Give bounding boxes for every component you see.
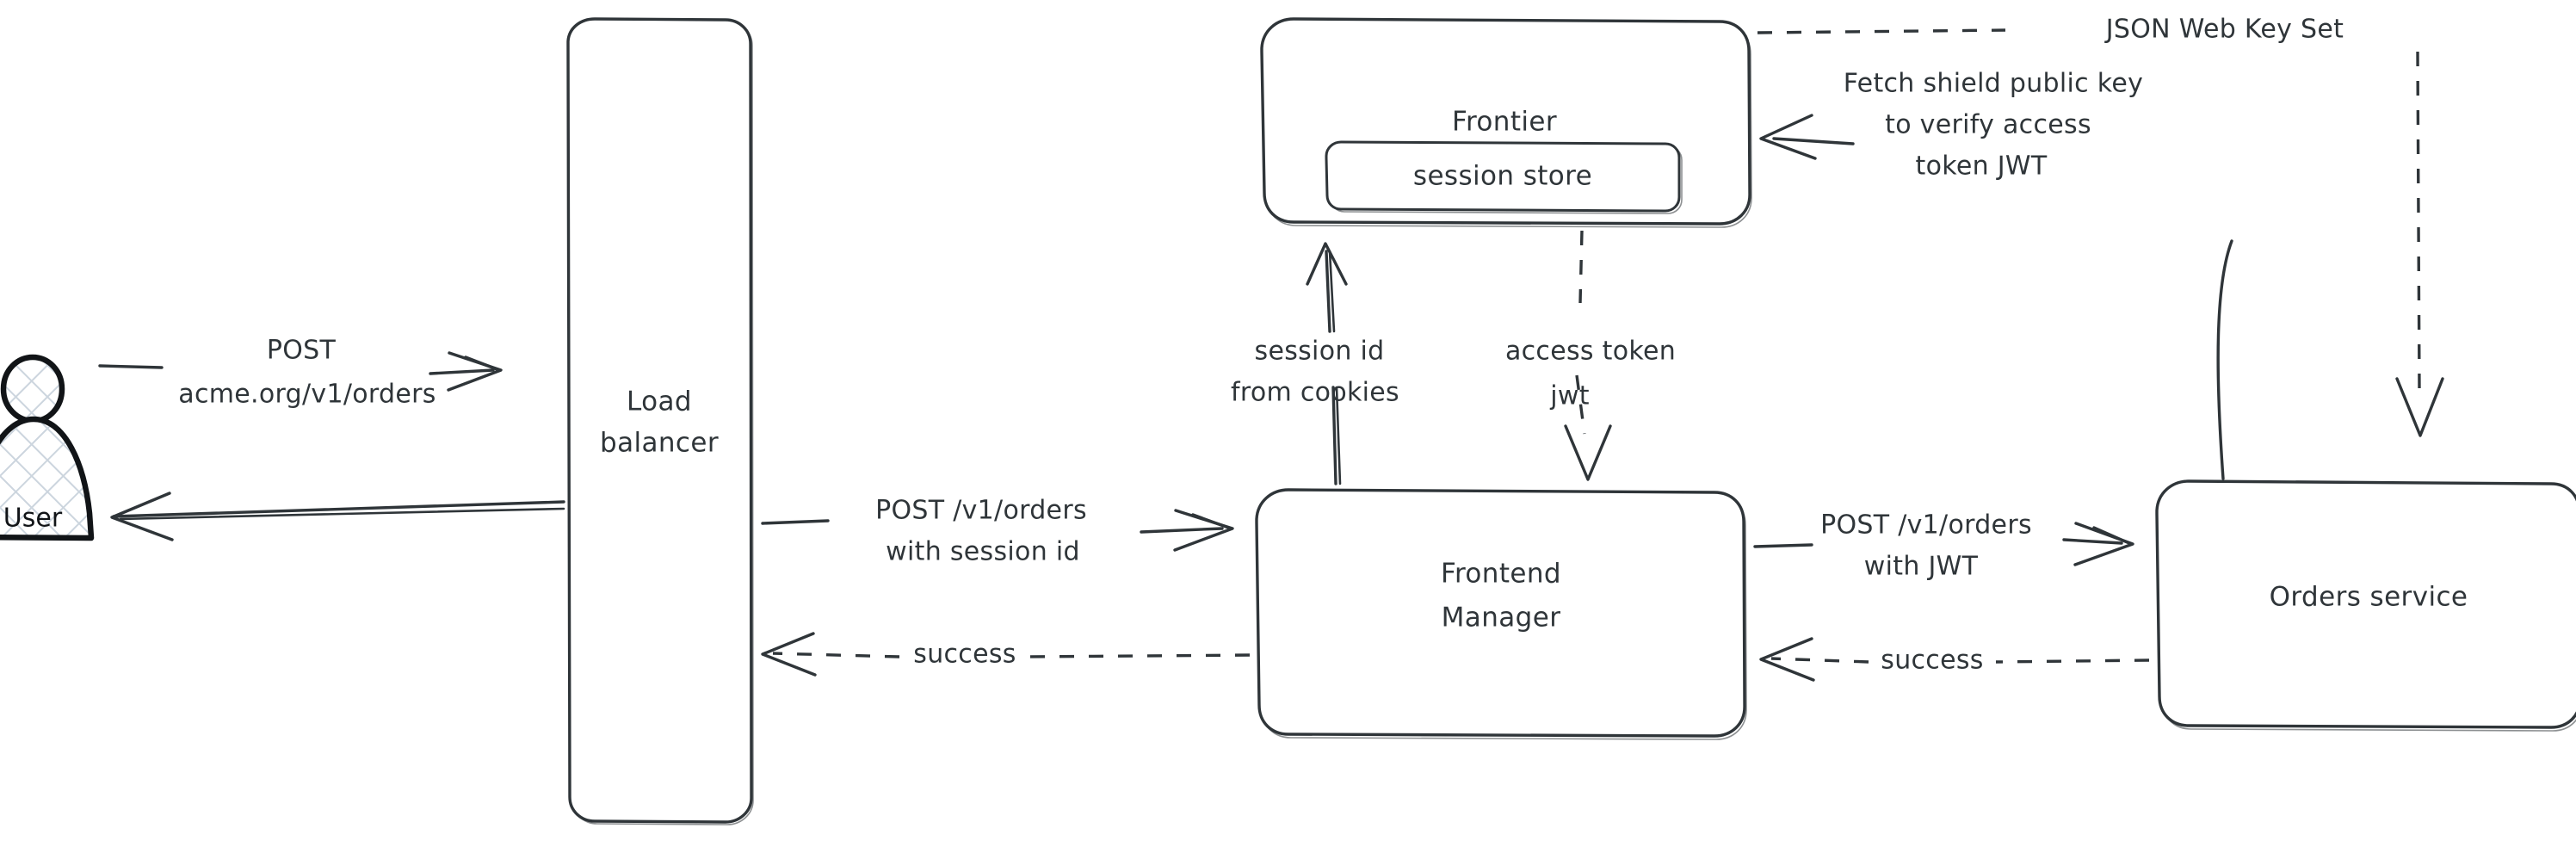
edge-frontier-to-orders-jwks: JSON Web Key Set [1757, 15, 2444, 437]
node-frontier[interactable]: Frontier session store [1260, 17, 1752, 228]
node-load-balancer-label-line2: balancer [600, 428, 719, 459]
edge-frontier-to-orders-jwks-label: JSON Web Key Set [2104, 15, 2344, 45]
edge-fm-to-frontier: session id from cookies [1231, 242, 1399, 485]
node-orders-service-label: Orders service [2270, 582, 2468, 613]
edge-user-to-lb-label-line2: acme.org/v1/orders [178, 380, 436, 410]
edge-orders-to-frontier-fetch-label-line2: to verify access [1885, 110, 2091, 140]
node-frontend-manager[interactable]: Frontend Manager [1255, 488, 1747, 740]
edge-lb-to-fm-label-line2: with session id [886, 537, 1080, 567]
edge-frontier-to-fm: access token jwt [1505, 230, 1676, 481]
edge-fm-to-orders-label-line2: with JWT [1864, 552, 1979, 582]
edge-orders-to-fm-success: success [1759, 637, 2150, 682]
node-frontend-manager-label-line2: Manager [1442, 603, 1561, 634]
node-load-balancer[interactable]: Load balancer [566, 17, 754, 825]
actor-user: User [0, 354, 95, 541]
edge-orders-to-frontier-fetch-label-line3: token JWT [1916, 151, 2048, 182]
edge-user-to-lb: POST acme.org/v1/orders [98, 336, 503, 410]
edge-fm-to-frontier-label-line2: from cookies [1231, 378, 1399, 408]
edge-lb-to-user [110, 492, 565, 541]
edge-orders-to-frontier-fetch-label-line1: Fetch shield public key [1844, 69, 2143, 99]
edge-user-to-lb-label-line1: POST [267, 336, 337, 366]
edge-orders-to-frontier-fetch: Fetch shield public key to verify access… [1759, 69, 2233, 480]
edge-fm-to-orders: POST /v1/orders with JWT [1753, 510, 2134, 582]
edge-lb-to-fm: POST /v1/orders with session id [761, 496, 1234, 567]
node-frontier-label: Frontier [1452, 107, 1557, 138]
edge-orders-to-fm-success-label: success [1881, 646, 1983, 676]
node-session-store[interactable]: session store [1325, 140, 1683, 214]
edge-lb-to-fm-label-line1: POST /v1/orders [875, 496, 1087, 526]
node-frontend-manager-label-line1: Frontend [1441, 559, 1561, 590]
node-load-balancer-label-line1: Load [627, 386, 692, 417]
actor-user-label: User [3, 504, 63, 534]
person-icon [0, 354, 95, 541]
edge-fm-to-frontier-label-line1: session id [1255, 337, 1385, 367]
edge-fm-to-lb-success: success [761, 632, 1251, 677]
edge-frontier-to-fm-label-line1: access token [1505, 337, 1676, 367]
node-session-store-label: session store [1413, 161, 1592, 192]
edge-fm-to-orders-label-line1: POST /v1/orders [1820, 510, 2032, 541]
edge-frontier-to-fm-label-line2: jwt [1549, 381, 1590, 411]
node-orders-service[interactable]: Orders service [2155, 479, 2576, 732]
edge-fm-to-lb-success-label: success [913, 640, 1016, 670]
